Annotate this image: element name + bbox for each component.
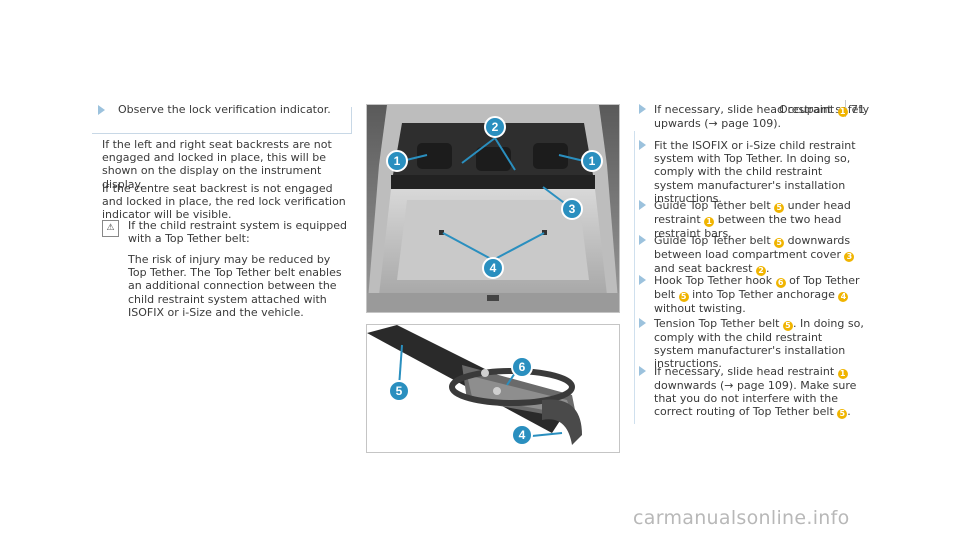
step-triangle-icon bbox=[639, 140, 646, 150]
watermark: carmanualsonline.info bbox=[633, 507, 850, 529]
callout-1-right: 1 bbox=[589, 154, 596, 168]
step-triangle-icon bbox=[639, 275, 646, 285]
step-triangle-icon bbox=[639, 318, 646, 328]
callout-1-left: 1 bbox=[394, 154, 401, 168]
callout-5: 5 bbox=[396, 384, 403, 398]
tether-hook-illustration: 6 5 4 bbox=[367, 325, 582, 446]
page-number: 71 bbox=[851, 103, 865, 116]
step-triangle-icon bbox=[639, 200, 646, 210]
callout-6: 6 bbox=[519, 360, 526, 374]
step-triangle-icon bbox=[639, 235, 646, 245]
paragraph-2: If the centre seat backrest is not engag… bbox=[102, 182, 346, 222]
step-box: Observe the lock verification indicator. bbox=[92, 103, 352, 134]
step-triangle-icon bbox=[98, 104, 105, 115]
instruction-bar bbox=[634, 131, 635, 424]
callout-2: 2 bbox=[492, 120, 499, 134]
callout-4-hook: 4 bbox=[519, 428, 526, 442]
child-seat-icon: ⚠ bbox=[102, 220, 119, 237]
step-text: Observe the lock verification indicator. bbox=[118, 103, 331, 116]
paragraph-1: If the left and right seat backrests are… bbox=[102, 138, 332, 191]
figure-tether-hook: 6 5 4 bbox=[366, 324, 620, 453]
child-note-text: The risk of injury may be reduced by Top… bbox=[128, 253, 342, 319]
child-intro: If the child restraint system is equippe… bbox=[128, 219, 348, 246]
callout-4: 4 bbox=[490, 261, 497, 275]
step-triangle-icon bbox=[639, 104, 646, 114]
trunk-illustration: 1 2 1 3 4 bbox=[367, 105, 619, 312]
figure-trunk: 1 2 1 3 4 bbox=[366, 104, 620, 313]
callout-3: 3 bbox=[569, 202, 576, 216]
step-triangle-icon bbox=[639, 366, 646, 376]
